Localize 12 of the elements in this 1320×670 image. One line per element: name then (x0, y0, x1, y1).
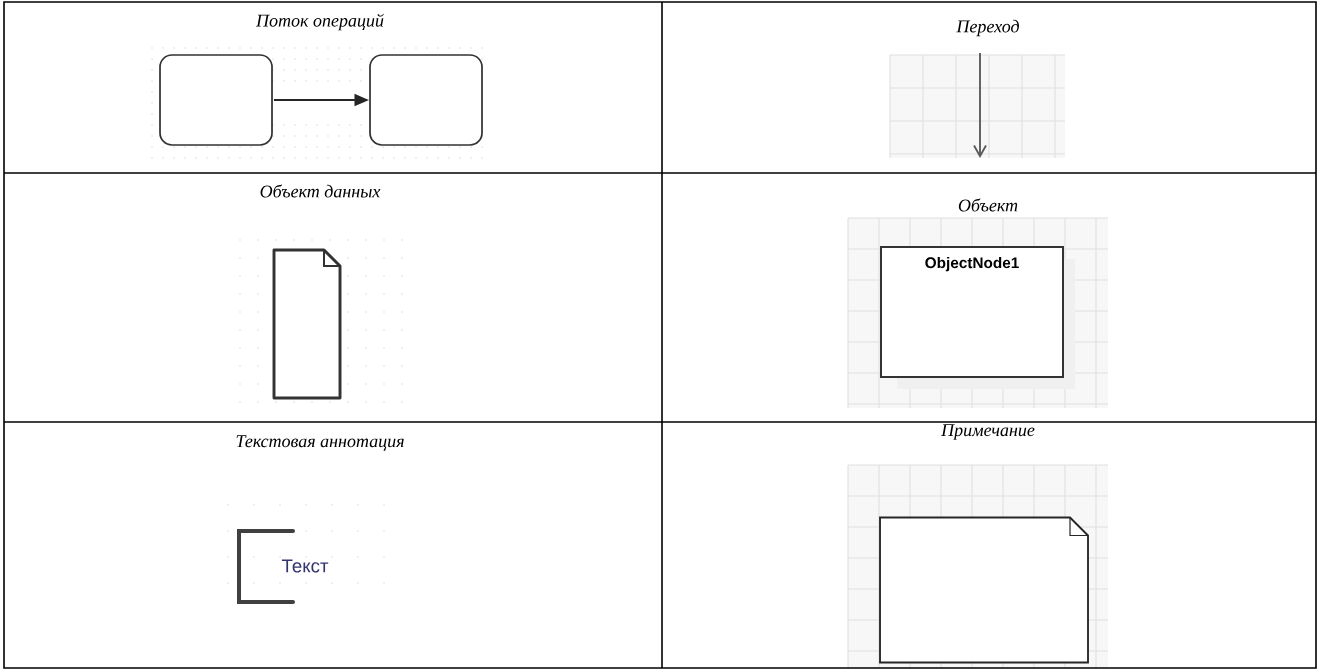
note-shape (879, 516, 1089, 664)
cell-title: Примечание (941, 424, 1035, 440)
activity-box (159, 54, 273, 146)
cell-title: Текстовая аннотация (236, 435, 404, 451)
cell-title: Объект данных (260, 184, 381, 198)
text-annotation: Текст (237, 529, 329, 604)
cell-title: Поток операций (255, 13, 384, 31)
data-object-shape (272, 248, 342, 400)
cell-title: Объект (958, 198, 1018, 212)
cell-title: Переход (956, 19, 1019, 37)
activity-box (369, 54, 483, 146)
object-box: ObjectNode1 (880, 246, 1075, 389)
